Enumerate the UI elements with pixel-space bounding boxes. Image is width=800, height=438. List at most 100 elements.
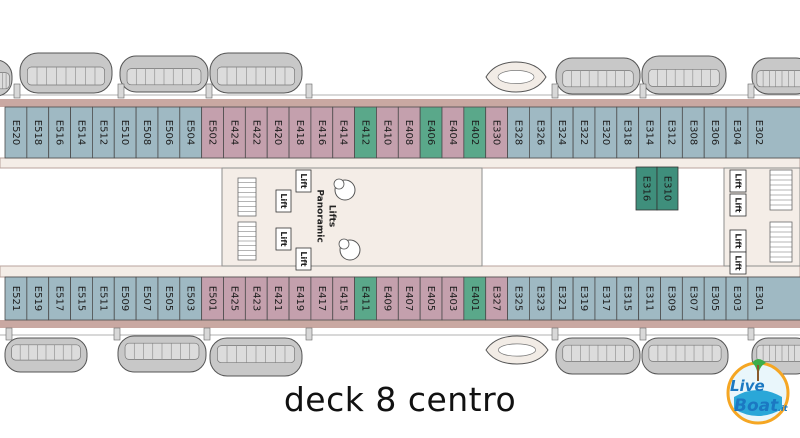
- cabin-label: E514: [75, 120, 86, 145]
- lifeboat-icon: [555, 337, 641, 375]
- cabin-label: E301: [753, 286, 764, 311]
- bottom-cabin-e301: [747, 276, 800, 321]
- davit-icon: [205, 83, 213, 99]
- cabin-label: E510: [119, 120, 130, 145]
- panoramic-lift-icon: [333, 178, 345, 190]
- lift-label: Lift: [734, 173, 743, 188]
- lifeboat-icon: [641, 55, 727, 95]
- cabin-label: E509: [119, 286, 130, 311]
- cabin-label: E410: [381, 120, 392, 145]
- cabin-label: E515: [75, 286, 86, 311]
- cabin-label: E405: [425, 286, 436, 311]
- cabin-label: E306: [709, 120, 720, 145]
- cabin-label: E320: [600, 120, 611, 145]
- davit-icon: [747, 83, 755, 99]
- deck-title: deck 8 centro: [283, 380, 517, 419]
- logo-text-suffix: .it: [778, 404, 789, 413]
- cabin-label: E309: [665, 286, 676, 311]
- cabin-label: E422: [250, 120, 261, 145]
- lift-label: Lift: [734, 197, 743, 212]
- cabin-label: E316: [641, 176, 652, 201]
- cabin-label: E402: [469, 120, 480, 145]
- lift-icon: Lift: [729, 169, 747, 193]
- davit-icon: [117, 83, 125, 99]
- cabin-label: E404: [447, 120, 458, 145]
- lifeboat-icon: [751, 57, 800, 95]
- cabin-label: E512: [97, 120, 108, 145]
- staircase-left-upper: [237, 177, 257, 217]
- panoramic-lifts-text: Panoramic: [315, 189, 325, 242]
- lift-icon: Lift: [295, 169, 312, 193]
- lift-label: Lift: [299, 251, 308, 266]
- cabin-label: E325: [512, 286, 523, 311]
- lift-icon: [275, 189, 292, 213]
- lifeboat-canopy: [0, 72, 10, 90]
- cabin-label: E407: [403, 286, 414, 311]
- davit-icon: [113, 327, 121, 341]
- lift-icon: Lift: [295, 247, 312, 271]
- bottom-outer-wall: [0, 320, 800, 328]
- lift-label: Lift: [299, 173, 308, 188]
- cabin-label: E330: [491, 120, 502, 145]
- tender-cockpit: [498, 343, 536, 357]
- cabin-label: E423: [250, 286, 261, 311]
- cabin-label: E516: [54, 120, 65, 145]
- cabin-label: E401: [469, 286, 480, 311]
- cabin-label: E324: [556, 120, 567, 145]
- lift-icon: Lift: [729, 193, 747, 217]
- davit-icon: [13, 83, 21, 99]
- cabin-label: E504: [185, 120, 196, 145]
- cabin-label: E521: [10, 286, 21, 311]
- lift-icon: Lift: [275, 189, 292, 213]
- cabin-label: E520: [10, 120, 21, 145]
- lift-icon: [275, 227, 292, 251]
- cabin-label: E312: [665, 120, 676, 145]
- davit-icon: [551, 327, 559, 341]
- cabin-label: E323: [534, 286, 545, 311]
- tender-boat-icon: [485, 61, 547, 93]
- lift-icon: [729, 169, 747, 193]
- cabin-label: E502: [207, 120, 218, 145]
- cabin-label: E302: [753, 120, 764, 145]
- logo-icon: Live Boat .it: [726, 359, 790, 425]
- cabin-label: E326: [534, 120, 545, 145]
- panoramic-lift-icon: [338, 238, 350, 250]
- lift-icon: Lift: [729, 229, 747, 253]
- tender-cockpit: [497, 70, 535, 84]
- lift-icon: [729, 251, 747, 275]
- lift-label: Lift: [734, 233, 743, 248]
- cabin-label: E304: [731, 120, 742, 145]
- staircase-left-lower: [237, 221, 257, 261]
- cabin-label: E424: [228, 120, 239, 145]
- inner-cabin-e310: [656, 166, 679, 211]
- lift-label: Lift: [279, 231, 288, 246]
- davit-icon: [203, 327, 211, 341]
- top-corridor: [0, 157, 800, 169]
- cabin-label: E511: [97, 286, 108, 311]
- cabin-label: E314: [644, 120, 655, 145]
- logo-text-boat: Boat: [734, 396, 779, 416]
- lifeboat-partial: [0, 60, 13, 96]
- cabin-label: E303: [731, 286, 742, 311]
- cabin-label: E417: [316, 286, 327, 311]
- davit-icon: [747, 327, 755, 341]
- cabin-label: E415: [338, 286, 349, 311]
- cabin-label: E416: [316, 120, 327, 145]
- lifeboat-icon: [209, 337, 303, 377]
- cabin-label: E408: [403, 120, 414, 145]
- lifeboat-icon: [641, 337, 729, 375]
- davit-icon: [551, 83, 559, 99]
- cabin-label: E310: [662, 176, 673, 201]
- lifeboat-icon: [555, 57, 641, 95]
- cabin-label: E503: [185, 286, 196, 311]
- cabin-label: E317: [600, 286, 611, 311]
- tender-boat-icon: [485, 335, 549, 365]
- lifeboat-icon: [209, 52, 303, 94]
- cabin-label: E425: [228, 286, 239, 311]
- lift-icon: Lift: [275, 227, 292, 251]
- top-outer-wall: [0, 99, 800, 107]
- davit-icon: [305, 327, 313, 341]
- cabin-label: E505: [163, 286, 174, 311]
